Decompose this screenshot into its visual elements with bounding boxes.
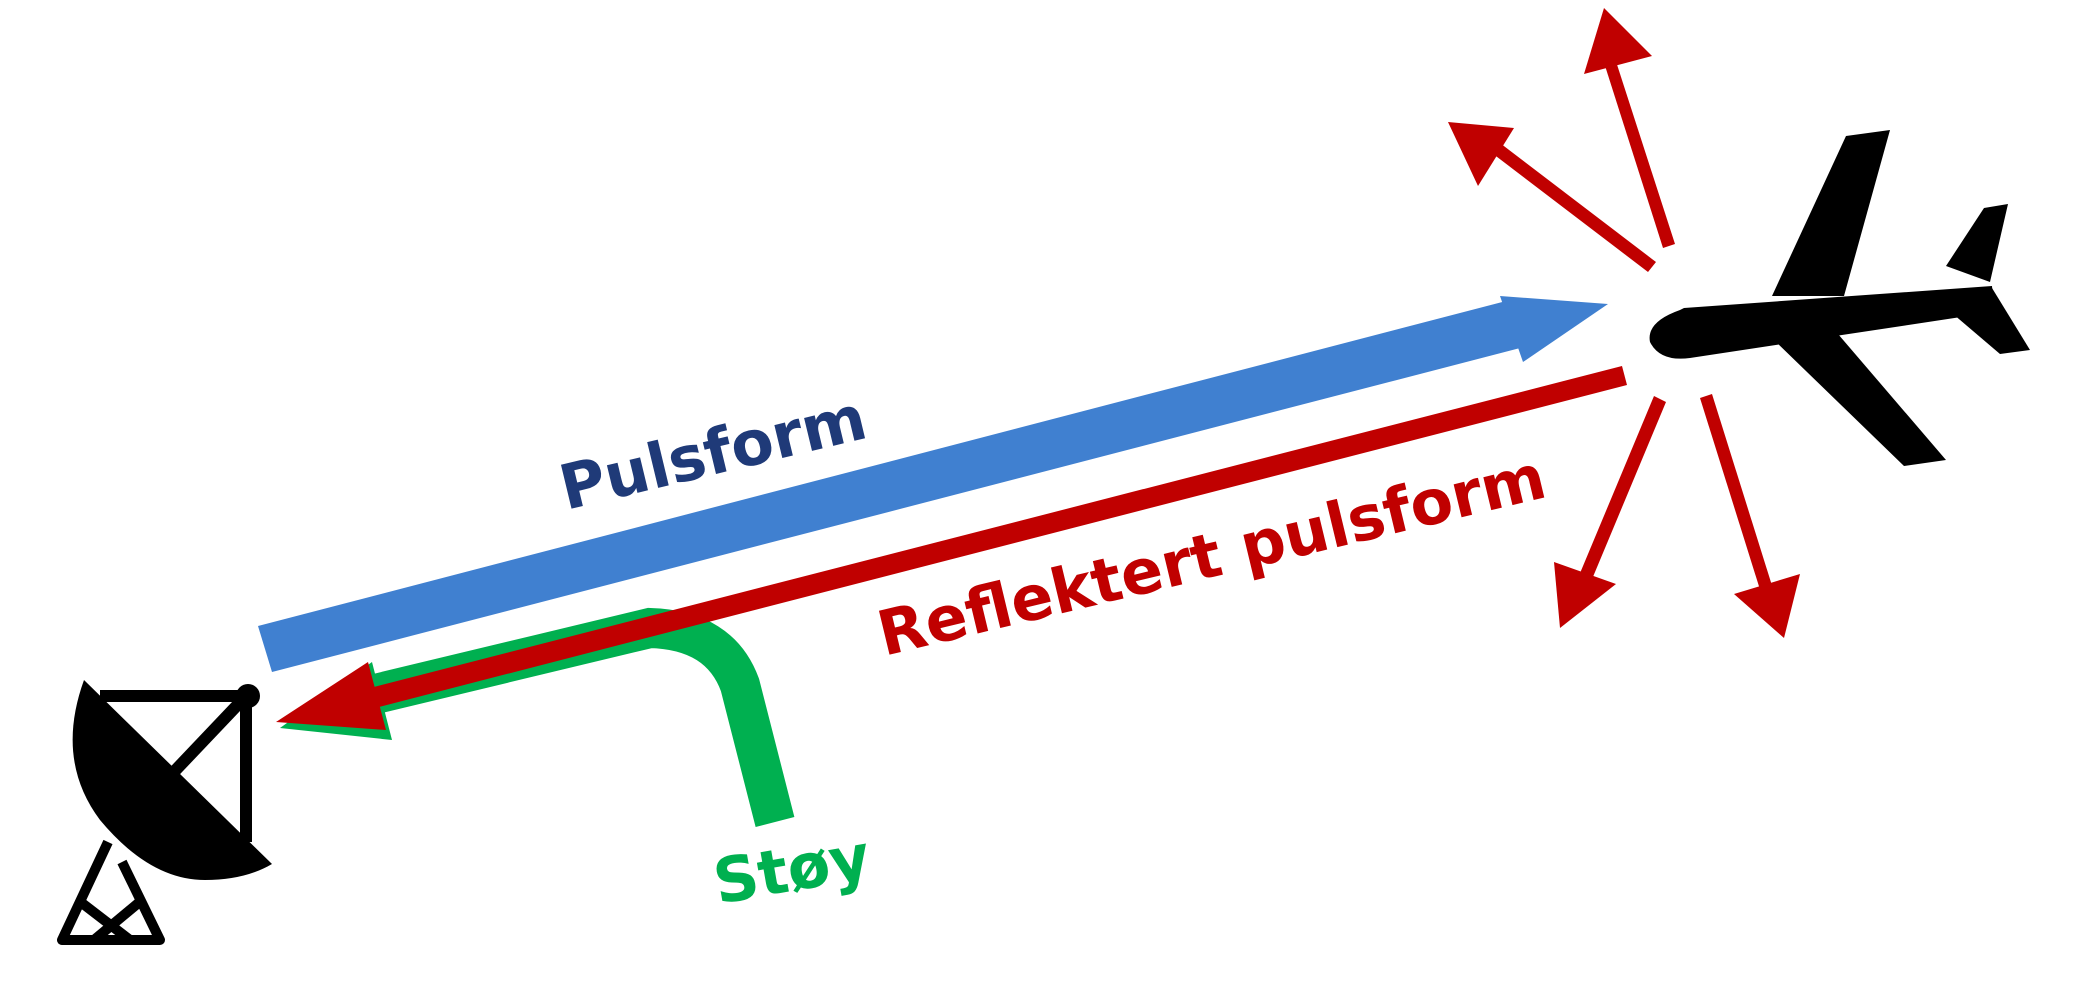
airplane-icon (1649, 130, 2030, 466)
scatter-arrow-downleft (1578, 396, 1666, 584)
radar-dish-icon (57, 680, 272, 945)
scatter-arrow-downleft-head (1554, 562, 1616, 628)
radar-feed-diagonal (165, 691, 251, 781)
noise-label: Støy (708, 820, 876, 919)
radar-dish (72, 680, 272, 880)
airplane-tail-fin-down (1946, 288, 2030, 354)
scatter-arrow-downright-head (1734, 574, 1800, 638)
scatter-arrow-up-head (1584, 8, 1652, 74)
transmitted-pulse-arrowhead (1500, 296, 1608, 362)
airplane-fuselage (1649, 286, 1994, 359)
radar-tower (57, 839, 165, 945)
airplane-lower-wing (1774, 334, 1946, 466)
scatter-arrows (1448, 8, 1800, 638)
scatter-arrow-up (1600, 46, 1675, 248)
scatter-arrow-upleft (1488, 140, 1656, 272)
transmitted-pulse-arrow (258, 296, 1608, 672)
transmitted-pulse-shaft (258, 300, 1524, 672)
airplane-tail-fin-up (1946, 204, 2008, 282)
reflected-pulse-arrowhead (276, 662, 386, 730)
airplane-upper-wing (1772, 130, 1890, 296)
reflected-pulse-arrow (276, 366, 1627, 730)
scatter-arrow-downright (1700, 394, 1774, 596)
radar-feed-horn (236, 684, 260, 708)
reflected-pulse-shaft (370, 366, 1627, 708)
scatter-arrow-upleft-head (1448, 122, 1514, 186)
